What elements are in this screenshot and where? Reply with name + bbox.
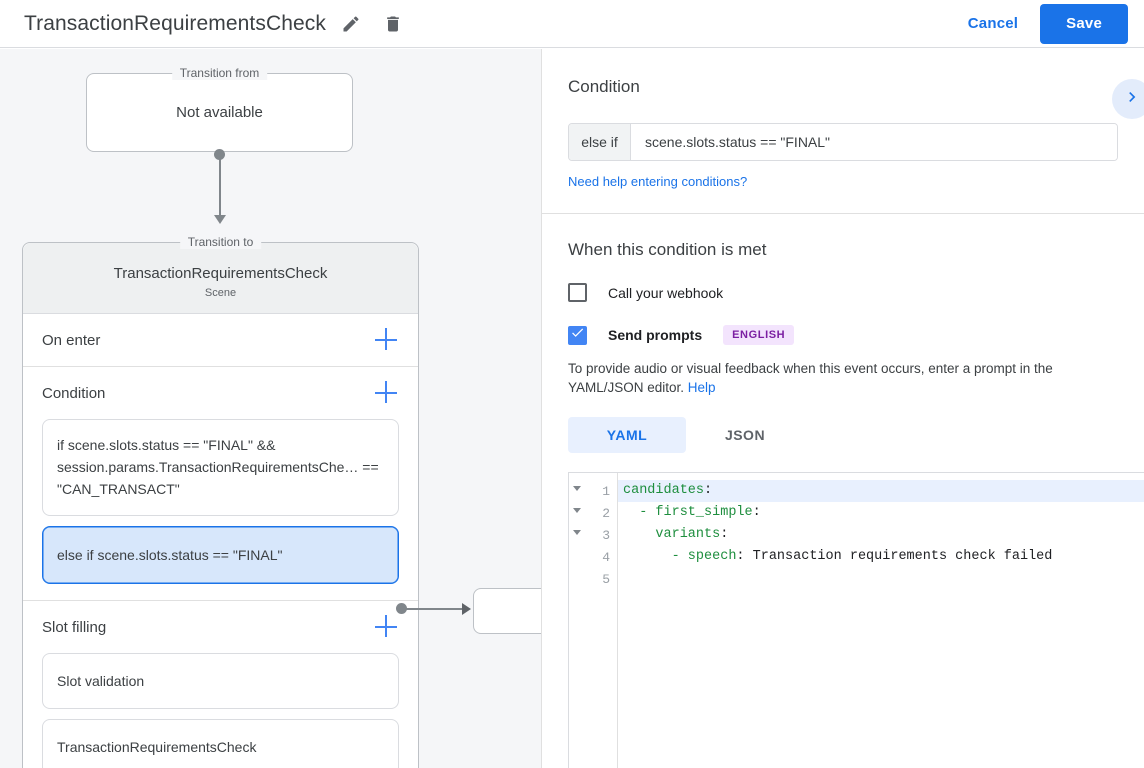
line-number-label: 1: [602, 483, 610, 499]
editor-code-line: candidates:: [618, 480, 1144, 502]
section-on-enter: On enter: [23, 314, 418, 367]
send-prompts-label: Send prompts: [608, 327, 703, 343]
collapse-panel-button[interactable]: [1112, 79, 1144, 119]
condition-input-row: else if: [568, 123, 1118, 161]
call-webhook-checkbox[interactable]: [568, 283, 587, 302]
trash-icon: [383, 14, 403, 34]
connector-dot-top: [214, 149, 225, 160]
slot-item-transaction-requirements-check[interactable]: TransactionRequirementsCheck: [42, 719, 399, 768]
when-condition-met-heading: When this condition is met: [568, 240, 767, 259]
transition-from-legend: Transition from: [171, 66, 268, 80]
call-webhook-label: Call your webhook: [608, 284, 724, 301]
transition-to-node[interactable]: Transition to TransactionRequirementsChe…: [22, 235, 419, 768]
connector-dot-right: [396, 603, 407, 614]
editor-format-tabs: YAML JSON: [568, 417, 1118, 453]
pencil-icon: [341, 14, 361, 34]
flow-canvas[interactable]: Transition from Not available Transition…: [0, 49, 541, 768]
editor-line-number: 3: [569, 524, 617, 546]
editor-line-number: 5: [569, 568, 617, 590]
transition-from-node[interactable]: Transition from Not available: [86, 66, 353, 152]
connector-arrow-right: [462, 603, 471, 615]
save-button[interactable]: Save: [1040, 3, 1128, 44]
edit-button[interactable]: [334, 7, 368, 41]
line-number-label: 3: [602, 527, 610, 543]
chevron-right-icon: [1122, 87, 1142, 112]
editor-line-number: 2: [569, 502, 617, 524]
section-header-slot-filling: Slot filling: [42, 601, 399, 653]
editor-code-line: variants:: [655, 527, 729, 542]
line-number-label: 5: [602, 571, 610, 587]
send-prompts-helper-text: To provide audio or visual feedback when…: [568, 359, 1118, 397]
helper-text-body: To provide audio or visual feedback when…: [568, 361, 1053, 395]
tab-yaml[interactable]: YAML: [568, 417, 686, 453]
condition-panel-heading: Condition: [568, 77, 640, 96]
section-condition: Condition if scene.slots.status == "FINA…: [23, 367, 418, 601]
prompt-code-editor[interactable]: 1 2 3 4 5 candidates: - first_simple: varian…: [568, 472, 1144, 768]
section-title-on-enter: On enter: [42, 331, 101, 349]
editor-line-number: 1: [569, 480, 617, 502]
condition-item-else-if[interactable]: else if scene.slots.status == "FINAL": [42, 526, 399, 584]
line-number-label: 2: [602, 505, 610, 521]
editor-code-line: - first_simple:: [639, 505, 761, 520]
scene-type: Scene: [204, 287, 237, 299]
helper-help-link[interactable]: Help: [687, 380, 716, 395]
connector-line-vertical: [219, 155, 221, 217]
section-slot-filling: Slot filling Slot validation Transaction…: [23, 601, 418, 768]
fold-triangle-icon[interactable]: [573, 530, 581, 535]
transition-to-legend: Transition to: [179, 235, 262, 249]
connector-arrow-down: [214, 215, 226, 224]
condition-item-if[interactable]: if scene.slots.status == "FINAL" && sess…: [42, 419, 399, 516]
slot-item-slot-validation[interactable]: Slot validation: [42, 653, 399, 709]
editor-code-line: [618, 568, 1144, 590]
add-slot-filling-button[interactable]: [375, 615, 399, 639]
webhook-row: Call your webhook: [568, 283, 1118, 302]
send-prompts-row: Send prompts ENGLISH: [568, 325, 1118, 345]
condition-panel-section: Condition else if Need help entering con…: [542, 49, 1144, 214]
panel-divider: [541, 49, 542, 768]
top-app-bar: TransactionRequirementsCheck Cancel Save: [0, 0, 1144, 48]
editor-code-area[interactable]: candidates: - first_simple: variants: - …: [618, 473, 1144, 768]
fold-triangle-icon[interactable]: [573, 508, 581, 513]
section-title-slot-filling: Slot filling: [42, 618, 107, 636]
fold-triangle-icon[interactable]: [573, 486, 581, 491]
condition-help-link[interactable]: Need help entering conditions?: [568, 174, 748, 189]
section-header-condition: Condition: [42, 367, 399, 419]
scene-name: TransactionRequirementsCheck: [113, 265, 328, 282]
add-on-enter-button[interactable]: [375, 328, 399, 352]
scene-header: TransactionRequirementsCheck Scene: [23, 243, 418, 314]
section-title-condition: Condition: [42, 384, 106, 402]
connector-line-horizontal: [402, 608, 464, 610]
language-badge: ENGLISH: [723, 325, 795, 345]
editor-gutter: 1 2 3 4 5: [569, 473, 618, 768]
add-condition-button[interactable]: [375, 381, 399, 405]
when-condition-met-section: When this condition is met Call your web…: [542, 214, 1144, 453]
condition-expression-input[interactable]: [631, 124, 1117, 160]
cancel-button[interactable]: Cancel: [954, 7, 1032, 40]
delete-button[interactable]: [376, 7, 410, 41]
line-number-label: 4: [602, 549, 610, 565]
section-header-on-enter: On enter: [42, 314, 399, 366]
editor-code-line: - speech: Transaction requirements check…: [671, 549, 1053, 564]
transition-target-node-partial[interactable]: [473, 588, 541, 634]
condition-prefix-label: else if: [569, 124, 631, 160]
tab-json[interactable]: JSON: [724, 427, 766, 443]
checkmark-icon: [570, 325, 585, 345]
page-title: TransactionRequirementsCheck: [24, 11, 326, 35]
send-prompts-checkbox[interactable]: [568, 325, 587, 345]
editor-line-number: 4: [569, 546, 617, 568]
transition-from-value: Not available: [176, 104, 263, 121]
